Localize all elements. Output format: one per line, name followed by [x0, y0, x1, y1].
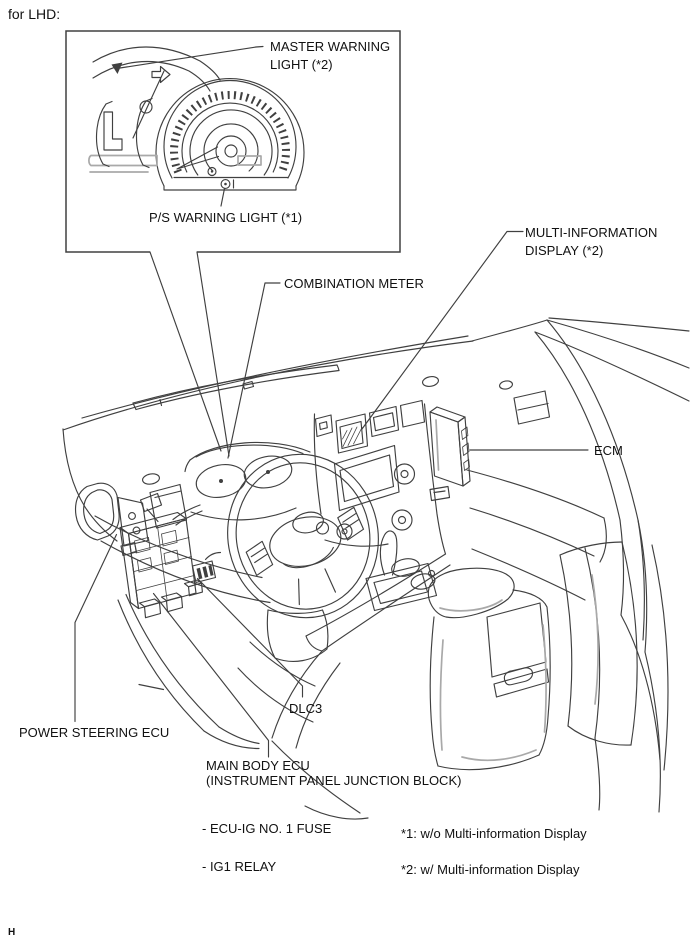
speedometer-tick-ring — [170, 90, 290, 174]
ecm-unit — [429, 406, 471, 487]
leader-lines — [74, 230, 589, 758]
label-combination-meter: COMBINATION METER — [284, 276, 424, 291]
footnote-2: *2: w/ Multi-information Display — [401, 862, 580, 877]
variant-label: for LHD: — [8, 6, 61, 22]
label-ps-warning-light: P/S WARNING LIGHT (*1) — [149, 210, 303, 225]
steering-wheel — [227, 453, 379, 619]
inset-frame — [65, 30, 401, 253]
arrow-indicator-icon — [151, 65, 171, 84]
leader-dlc3 — [196, 577, 304, 698]
dlc3-connector — [191, 551, 222, 584]
leader-combination-meter — [227, 282, 281, 459]
inset-meter-closeup — [65, 30, 401, 457]
shift-lever — [365, 530, 438, 612]
label-ecm: ECM — [594, 443, 623, 458]
leader-master-warning-light — [119, 45, 264, 69]
rear-console — [427, 567, 551, 771]
note-ecu-ig-fuse: - ECU-IG NO. 1 FUSE — [202, 821, 332, 836]
power-steering-ecu-unit — [74, 482, 163, 557]
inset-projection-lines — [149, 251, 230, 457]
dashboard-drawing — [62, 317, 690, 820]
label-dlc3: DLC3 — [289, 701, 323, 716]
note-ig1-relay: - IG1 RELAY — [202, 859, 277, 874]
label-main-body-ecu: MAIN BODY ECU (INSTRUMENT PANEL JUNCTION… — [206, 758, 461, 788]
ps-warning-light-indicator — [220, 179, 235, 189]
multi-information-display-unit — [335, 413, 369, 454]
label-power-steering-ecu: POWER STEERING ECU — [19, 725, 170, 740]
master-warning-light-indicator — [111, 62, 123, 74]
passenger-seat — [559, 541, 638, 811]
combination-meter-unit — [172, 441, 311, 526]
leader-multi-information-display — [361, 230, 524, 430]
label-main-body-ecu-line1: MAIN BODY ECU — [206, 758, 310, 773]
leader-power-steering-ecu — [74, 533, 118, 723]
leader-main-body-ecu — [152, 592, 270, 758]
main-body-ecu-junction-block — [119, 511, 203, 619]
footnote-1: *1: w/o Multi-information Display — [401, 826, 587, 841]
leader-ps-warning-light — [220, 187, 226, 207]
page-mark: H — [8, 927, 16, 938]
center-stack — [313, 399, 447, 555]
label-multi-information-display: MULTI-INFORMATION DISPLAY (*2) — [525, 225, 658, 258]
label-master-warning-light: MASTER WARNING LIGHT (*2) — [270, 39, 391, 72]
speedometer-needle — [176, 146, 220, 170]
label-main-body-ecu-line2: (INSTRUMENT PANEL JUNCTION BLOCK) — [206, 773, 462, 788]
